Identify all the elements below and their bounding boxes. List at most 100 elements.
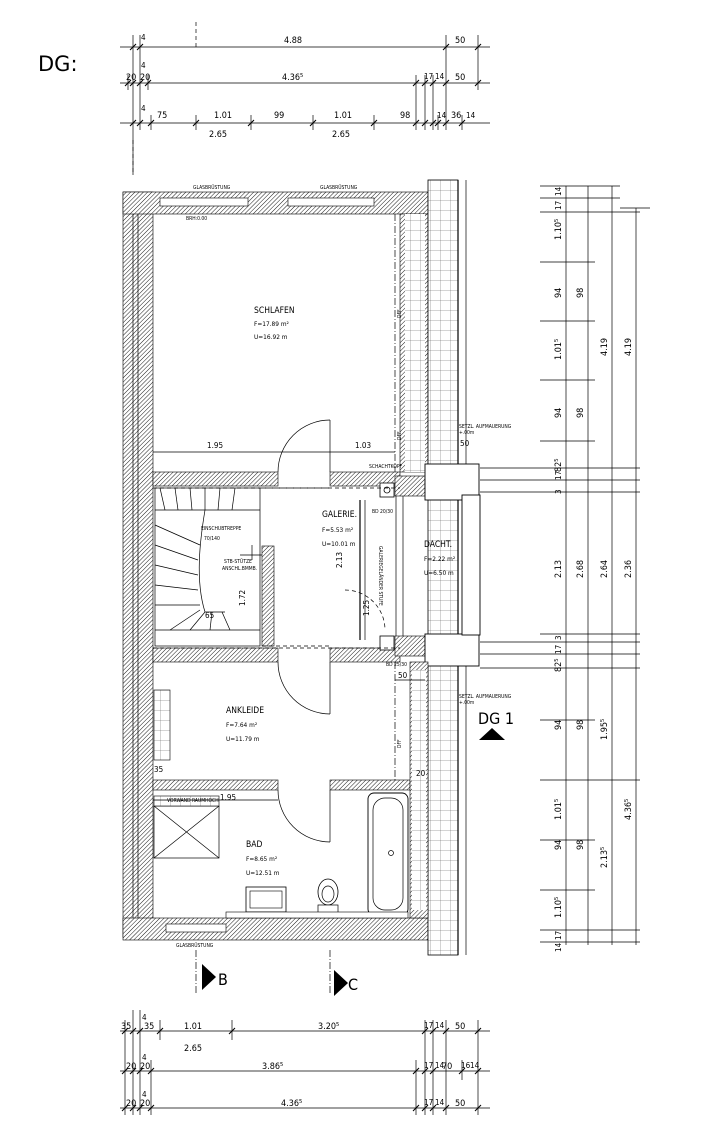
- section-dg1-label: DG 1: [478, 709, 514, 728]
- dim-inner-c: 1.95: [220, 793, 236, 802]
- dim-bot1-i: 2.65: [184, 1044, 202, 1054]
- dim-right4-3: 4.36⁵: [624, 799, 634, 820]
- dim-top3-d: 99: [274, 111, 284, 121]
- note-glas-1: GLASBRÜSTUNG: [193, 184, 231, 191]
- dim-bot1-f: 17: [424, 1021, 433, 1030]
- dim-top3-c: 1.01: [214, 111, 232, 121]
- note-dff-2: DFF: [397, 431, 403, 440]
- note-glas-2: GLASBRÜSTUNG: [320, 184, 358, 191]
- dim-bot1-a: 4: [142, 1013, 147, 1022]
- dim-top1-c: 50: [455, 36, 465, 46]
- dim-right1-2: 17: [554, 201, 563, 210]
- dim-right1-10: 2.13: [554, 560, 564, 578]
- doors: [277, 419, 386, 843]
- dim-right1-17: 1.10⁵: [554, 897, 564, 918]
- dim-right1-6: 94: [554, 408, 564, 418]
- dim-top2-e: 17: [424, 72, 433, 81]
- dim-inner-m: 1.25: [362, 600, 371, 616]
- note-stb: STB-STÜTZE: [224, 558, 252, 565]
- dim-inner-g: 35: [154, 765, 163, 774]
- dim-bot3-e: 17: [424, 1098, 433, 1107]
- room-schlafen-area: F=17.89 m²: [254, 320, 289, 328]
- dim-top2-b: 20: [126, 73, 136, 83]
- bottom-dimension-chains: 4 35 35 1.01 3.20⁵ 17 14 50 2.65 4 20 20…: [120, 1010, 490, 1115]
- room-schlafen-name: SCHLAFEN: [254, 306, 295, 316]
- note-anschl: ANSCHL.BMMB.: [222, 566, 257, 572]
- dim-right1-18: 17: [554, 931, 563, 940]
- room-galerie-name: GALERIE.: [322, 510, 357, 520]
- dim-bot3-d: 4.36⁵: [281, 1099, 302, 1109]
- dim-bot3-c: 20: [140, 1099, 150, 1109]
- dim-right1-4: 94: [554, 288, 564, 298]
- dim-right4-2: 2.36: [624, 560, 634, 578]
- dim-right1-7: 82⁵: [554, 458, 564, 472]
- dim-right2-2: 98: [576, 408, 586, 418]
- dim-right1-5: 1.01⁵: [554, 339, 564, 360]
- dim-bot1-c: 35: [144, 1022, 154, 1032]
- dim-top2-f: 14: [435, 72, 445, 81]
- dim-bot2-h: 16: [461, 1061, 471, 1070]
- dim-top2-c: 20: [140, 73, 150, 83]
- note-glas-3: GLASBRÜSTUNG: [176, 942, 214, 949]
- dim-inner-b: 1.03: [355, 441, 371, 450]
- right-dimension-chains: 1.10⁵ 94 1.01⁵ 94 82⁵ 2.13 82⁵ 94 1.01⁵ …: [480, 185, 650, 952]
- dim-bot1-b: 35: [121, 1022, 131, 1032]
- dim-bot2-f: 14: [435, 1061, 445, 1070]
- dim-right2-5: 98: [576, 840, 586, 850]
- dim-right1-12: 17: [554, 645, 563, 654]
- right-ext-lines: [480, 185, 640, 943]
- section-c-arrow: [334, 970, 348, 996]
- note-brh: BRH:0.00: [186, 216, 207, 222]
- dim-inner-i: 65: [205, 611, 214, 620]
- note-schacht: SCHACHTKOPF: [369, 464, 403, 470]
- note-vorwand: VORWAND RAUMHOCH: [167, 798, 219, 804]
- dim-right1-19: 14: [554, 942, 563, 952]
- dim-top3-k: 2.65: [332, 130, 350, 140]
- room-bad-area: F=8.65 m²: [246, 855, 277, 863]
- dim-right4-1: 4.19: [624, 338, 634, 356]
- dim-bot3-g: 50: [455, 1099, 465, 1109]
- dim-right1-9: 3: [554, 489, 563, 494]
- room-galerie-area: F=5.53 m²: [322, 526, 353, 534]
- dim-top3-a: 4: [141, 104, 146, 113]
- dim-right3-4: 2.13⁵: [600, 847, 610, 868]
- dim-top3-h: 36: [451, 111, 461, 121]
- dim-right3-1: 4.19: [600, 338, 610, 356]
- dim-right1-16: 94: [554, 840, 564, 850]
- dim-top3-f: 98: [400, 111, 410, 121]
- dim-top3-e: 1.01: [334, 111, 352, 121]
- room-dacht-name: DACHT.: [424, 540, 452, 550]
- dim-top3-g: 14: [437, 111, 447, 120]
- dim-inner-d: 50: [460, 439, 470, 448]
- top-dimension-chains: 4 4.88 50 4 20 20 4.36⁵ 17 14 50 4 75 1.…: [120, 22, 490, 175]
- dim-right1-13: 82⁵: [554, 658, 564, 672]
- note-setzl2: SETZL. AUFMAUERUNG: [459, 694, 512, 700]
- dim-bot3-a: 4: [142, 1090, 147, 1099]
- section-dg1-arrow: [479, 728, 505, 740]
- dim-right1-14: 94: [554, 720, 564, 730]
- dim-bot2-a: 4: [142, 1053, 147, 1062]
- dim-right2-4: 98: [576, 720, 586, 730]
- room-ankleide-name: ANKLEIDE: [226, 706, 264, 716]
- dim-top3-b: 75: [157, 111, 167, 121]
- note-einschub-size: 70/140: [204, 536, 220, 542]
- fixtures: [153, 214, 409, 919]
- dim-inner-k: 2.13: [335, 552, 344, 568]
- dim-bot2-g: 70: [442, 1062, 452, 1072]
- stair: [154, 487, 330, 647]
- section-markers: DG 1 B C: [195, 709, 514, 996]
- dim-right2-3: 2.68: [576, 560, 586, 578]
- note-setzl1b: +.00m: [459, 430, 474, 436]
- note-einschub: EINSCHUBTREPPE: [201, 526, 241, 532]
- note-galerie-gel: GALERIEGELÄNDER STUFE: [377, 546, 384, 606]
- note-setzl1: SETZL. AUFMAUERUNG: [459, 424, 512, 430]
- dim-top1-a: 4: [141, 33, 146, 42]
- dim-inner-a: 1.95: [207, 441, 223, 450]
- dim-top2-g: 50: [455, 73, 465, 83]
- dim-right1-3: 1.10⁵: [554, 219, 564, 240]
- dim-bot2-e: 17: [424, 1061, 433, 1070]
- floor-label: DG:: [38, 52, 78, 76]
- dim-bot3-b: 20: [126, 1099, 136, 1109]
- dim-top3-j: 2.65: [209, 130, 227, 140]
